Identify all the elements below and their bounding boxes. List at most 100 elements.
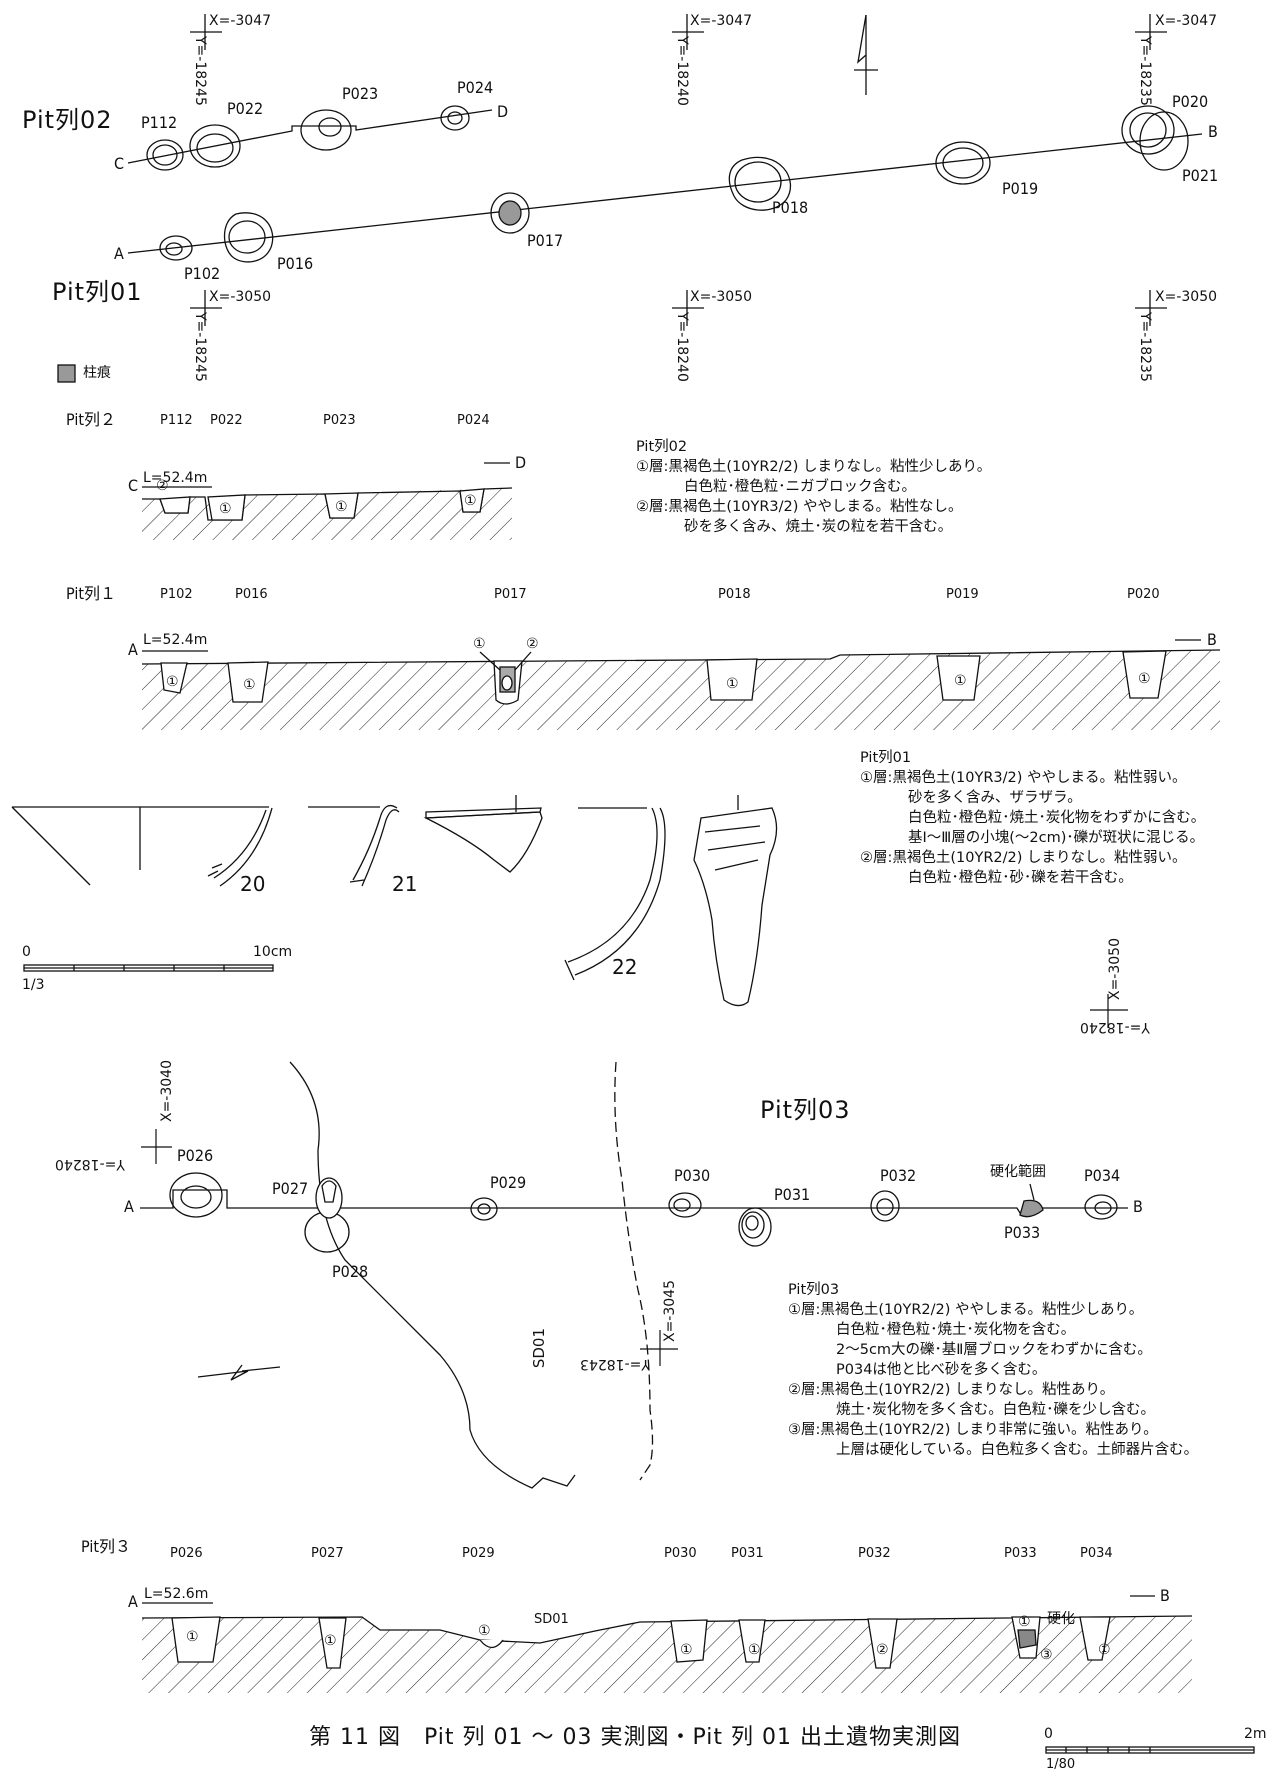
note-line: 白色粒･橙色粒･ニガブロック含む。 [684, 479, 916, 495]
layer-number: ① [219, 501, 232, 517]
artifact-number: 22 [612, 955, 638, 979]
artifact-20 [11, 806, 273, 887]
pit-label: P029 [462, 1546, 495, 1561]
layer-number: ② [526, 636, 539, 652]
grid-x-label: X=-3045 [662, 1280, 678, 1343]
note-line: 焼土･炭化物を多く含む。白色粒･礫を少し含む。 [836, 1402, 1155, 1418]
grid-y-label: Y=-18235 [1137, 312, 1153, 382]
note-title: Pit列01 [860, 750, 912, 766]
pit-label: P027 [311, 1546, 344, 1561]
grid-y-label: Y=-18235 [1137, 36, 1153, 106]
section-pit-row3 [141, 1595, 1193, 1693]
note-pit-row02: Pit列02 ①層:黒褐色土(10YR2/2) しまりなし。粘性少しあり。 白色… [636, 437, 991, 537]
layer-number: ① [166, 674, 179, 690]
pit-label: P020 [1172, 92, 1209, 111]
layer-number: ② [876, 1642, 889, 1658]
grid-y-label: Y=-18240 [55, 1156, 125, 1172]
note-line: ②層:黒褐色土(10YR2/2) しまりなし。粘性あり。 [788, 1382, 1115, 1398]
pit-label: P018 [772, 198, 809, 217]
layer-number: ① [464, 493, 477, 509]
note-line: ②層:黒褐色土(10YR2/2) しまりなし。粘性弱い。 [860, 850, 1187, 866]
layer-number: ① [473, 636, 486, 652]
pit-label: P033 [1004, 1223, 1041, 1242]
plan-pit-rows-01-02 [57, 14, 1203, 383]
point-label: B [1207, 630, 1217, 649]
note-line: 基Ⅰ～Ⅲ層の小塊(～2cm)･礫が斑状に混じる。 [908, 830, 1205, 846]
grid-x-label: X=-3050 [209, 289, 272, 305]
point-label: B [1133, 1197, 1143, 1216]
point-label: A [128, 640, 138, 659]
note-line: ①層:黒褐色土(10YR2/2) しまりなし。粘性少しあり。 [636, 459, 992, 475]
scale-max: 2m [1244, 1726, 1267, 1742]
layer-number: ① [1098, 1642, 1111, 1658]
pit-label: P016 [277, 254, 314, 273]
grid-x-label: X=-3047 [690, 13, 753, 29]
pit-label: P024 [457, 78, 494, 97]
note-line: ①層:黒褐色土(10YR2/2) ややしまる。粘性少しあり。 [788, 1302, 1144, 1318]
pit-label: P030 [664, 1546, 697, 1561]
pit-label: P019 [1002, 179, 1039, 198]
note-line: ①層:黒褐色土(10YR3/2) ややしまる。粘性弱い。 [860, 770, 1187, 786]
section-title: Pit列３ [81, 1537, 131, 1556]
note-line: 砂を多く含み、ザラザラ。 [908, 790, 1082, 806]
layer-number: ② [156, 478, 169, 494]
pit-label: P102 [184, 264, 221, 283]
point-label: A [128, 1592, 138, 1611]
pits-row01 [159, 105, 1189, 263]
scale-bar-1-80 [1045, 1746, 1255, 1754]
point-label: D [515, 453, 527, 472]
sd01-label: SD01 [530, 1328, 548, 1369]
level-label: L=52.4m [143, 470, 208, 486]
pit-label: P017 [527, 231, 564, 250]
scale-zero: 0 [22, 944, 31, 960]
plan-pit-row03 [140, 1061, 1128, 1489]
point-label: B [1208, 122, 1218, 141]
layer-number: ① [748, 1642, 761, 1658]
north-arrow-icon [854, 14, 878, 95]
note-line: 白色粒･橙色粒･焼土･炭化物を含む。 [836, 1322, 1076, 1338]
pit-label: P112 [160, 413, 193, 428]
note-line: 2～5cm大の礫･基Ⅱ層ブロックをわずかに含む。 [836, 1342, 1152, 1358]
grid-y-label: Y=-18240 [674, 36, 690, 106]
pit-label: P030 [674, 1166, 711, 1185]
row-title-02: Pit列02 [22, 106, 113, 134]
grid-x-label: X=-3047 [1155, 13, 1218, 29]
pit-label: P018 [718, 587, 751, 602]
point-label: A [124, 1197, 134, 1216]
grid-x-label: X=-3050 [1107, 938, 1123, 1001]
pit-label: P032 [858, 1546, 891, 1561]
artifact-21 [308, 804, 400, 887]
layer-number: ① [186, 1629, 199, 1645]
grid-y-label: Y=-18243 [580, 1356, 650, 1372]
layer-number: ① [478, 1623, 491, 1639]
point-label: D [497, 102, 509, 121]
pit-label: P019 [946, 587, 979, 602]
section-pit-row1 [141, 639, 1221, 730]
pit-label: P026 [170, 1546, 203, 1561]
pit-label: P024 [457, 413, 490, 428]
pit-label: P031 [774, 1185, 811, 1204]
artifact-22 [423, 795, 778, 1007]
point-label: C [114, 154, 125, 173]
note-title: Pit列02 [636, 439, 688, 455]
note-line: ②層:黒褐色土(10YR3/2) ややしまる。粘性なし。 [636, 499, 963, 515]
grid-x-label: X=-3040 [159, 1060, 175, 1123]
layer-number: ① [335, 499, 348, 515]
layer-number: ① [954, 673, 967, 689]
row-title-01: Pit列01 [52, 278, 143, 306]
layer-number: ① [243, 677, 256, 693]
legend-label: 柱痕 [83, 365, 111, 381]
sd01-boundary-right [614, 1061, 654, 1481]
grid-y-label: Y=-18240 [674, 312, 690, 382]
scale-ratio: 1/80 [1046, 1757, 1076, 1772]
pits-row02 [146, 105, 470, 171]
sd01-label: SD01 [534, 1612, 569, 1627]
figure-caption: 第 11 図 Pit 列 01 ～ 03 実測図・Pit 列 01 出土遺物実測… [309, 1725, 961, 1750]
point-label: A [114, 244, 124, 263]
sd01-boundary-left [289, 1061, 576, 1489]
artifact-number: 20 [240, 872, 266, 896]
point-label: B [1160, 1586, 1170, 1605]
pit-label: P032 [880, 1166, 917, 1185]
pit-label: P028 [332, 1262, 369, 1281]
note-line: 白色粒･橙色粒･焼土･炭化物をわずかに含む。 [908, 810, 1206, 826]
